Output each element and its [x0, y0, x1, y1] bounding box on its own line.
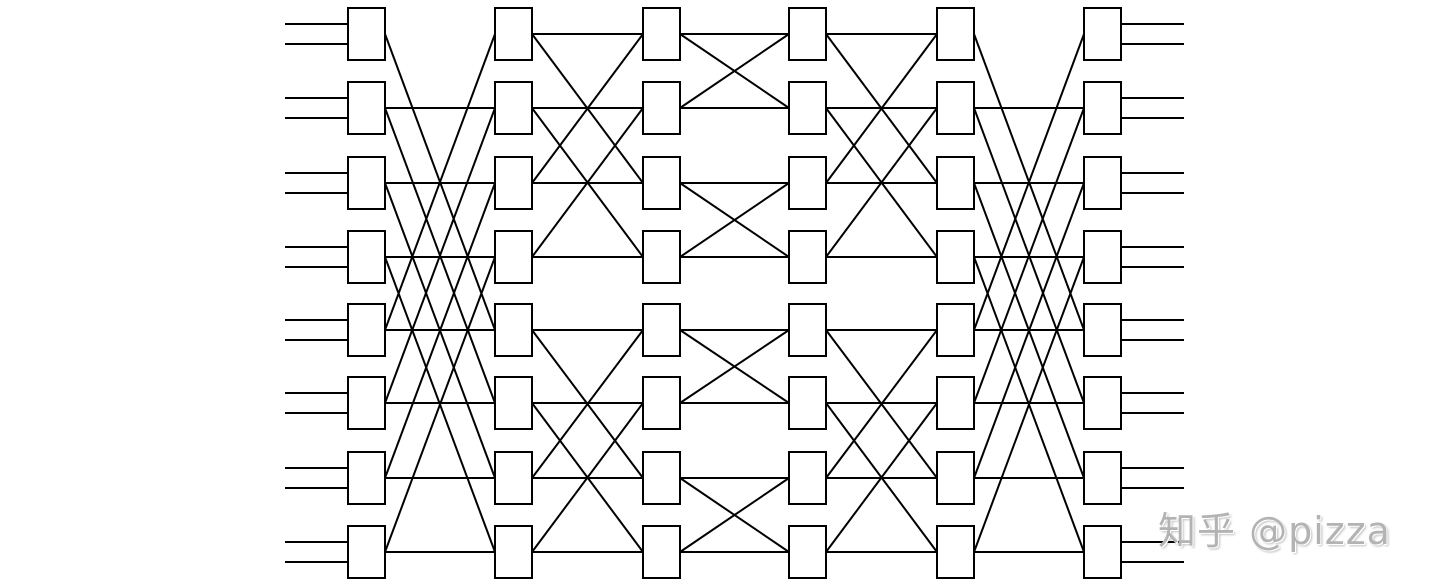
link-line: [679, 33, 790, 109]
switch-box: [347, 525, 386, 579]
link-line: [384, 33, 496, 331]
switch-box: [788, 303, 827, 357]
switch-box: [788, 156, 827, 210]
switch-box: [936, 525, 975, 579]
switch-box: [494, 230, 533, 284]
switch-box: [788, 7, 827, 61]
switch-box: [494, 81, 533, 135]
switch-box: [494, 451, 533, 505]
link-line: [825, 33, 938, 184]
switch-box: [642, 156, 681, 210]
link-line: [531, 107, 644, 258]
switch-box: [788, 81, 827, 135]
switch-box: [936, 376, 975, 430]
link-line: [384, 182, 496, 479]
link-line: [384, 107, 496, 404]
switch-box: [936, 81, 975, 135]
link-line: [973, 182, 1085, 479]
switch-boxes: [347, 7, 1122, 579]
io-lines: [285, 23, 1184, 563]
switch-box: [347, 376, 386, 430]
switch-box: [1083, 81, 1122, 135]
switch-box: [936, 7, 975, 61]
switch-box: [788, 230, 827, 284]
switch-box: [494, 525, 533, 579]
link-line: [973, 107, 1085, 404]
switch-box: [642, 525, 681, 579]
switch-box: [642, 81, 681, 135]
stage-links: [384, 33, 1085, 553]
switch-box: [936, 156, 975, 210]
switch-box: [788, 451, 827, 505]
link-line: [384, 256, 496, 553]
switch-box: [347, 451, 386, 505]
switch-box: [347, 303, 386, 357]
switch-box: [642, 451, 681, 505]
link-line: [825, 107, 938, 258]
switch-box: [788, 376, 827, 430]
link-line: [973, 256, 1085, 553]
switch-box: [1083, 7, 1122, 61]
switch-box: [494, 376, 533, 430]
switch-box: [936, 230, 975, 284]
switch-box: [936, 451, 975, 505]
switch-box: [347, 156, 386, 210]
switch-box: [936, 303, 975, 357]
switch-box: [1083, 230, 1122, 284]
switch-box: [1083, 451, 1122, 505]
switch-box: [788, 525, 827, 579]
link-line: [973, 33, 1085, 331]
link-line: [679, 182, 790, 258]
link-line: [531, 33, 644, 184]
switch-box: [642, 376, 681, 430]
switch-box: [494, 303, 533, 357]
switch-box: [1083, 376, 1122, 430]
link-line: [531, 402, 644, 553]
switch-box: [347, 230, 386, 284]
switch-box: [494, 7, 533, 61]
switch-box: [347, 81, 386, 135]
switch-box: [1083, 525, 1122, 579]
link-line: [679, 477, 790, 553]
link-line: [825, 402, 938, 553]
switch-box: [642, 7, 681, 61]
switch-box: [1083, 303, 1122, 357]
switch-box: [642, 303, 681, 357]
switch-box: [494, 156, 533, 210]
switch-box: [642, 230, 681, 284]
link-line: [679, 329, 790, 404]
watermark: 知乎 @pizza: [1158, 509, 1391, 553]
switch-box: [1083, 156, 1122, 210]
link-line: [531, 329, 644, 479]
switch-box: [347, 7, 386, 61]
link-line: [825, 329, 938, 479]
